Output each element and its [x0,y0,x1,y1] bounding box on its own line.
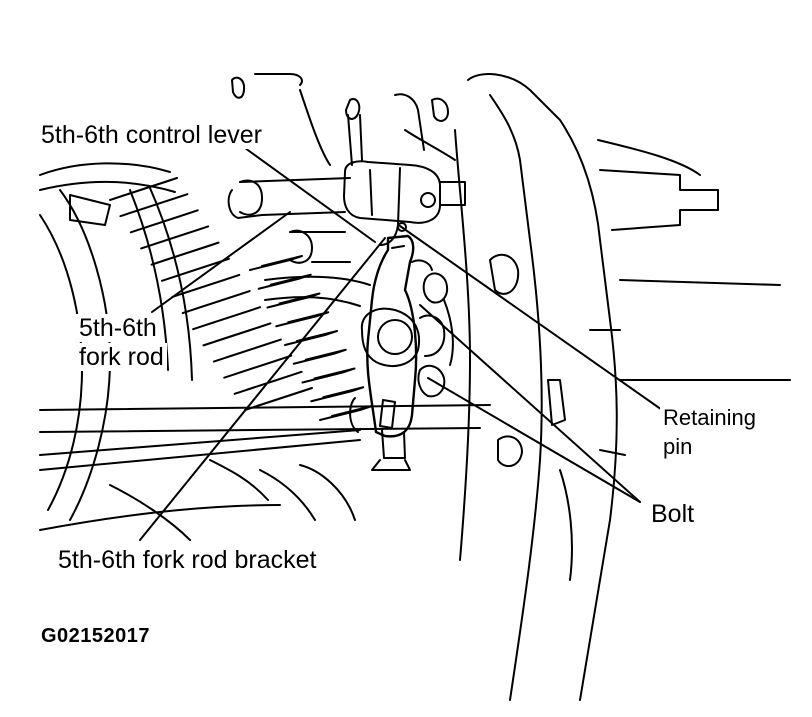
gear-tooth [212,338,282,363]
gear-tooth [310,386,365,403]
control-lever [343,160,466,246]
leader-bracket [139,237,386,541]
label-control-lever: 5th-6th control lever [38,121,265,149]
gear-tooth [129,209,199,234]
leader-bolt-2 [427,377,641,503]
gear-tooth [150,241,220,266]
side-bosses [411,259,454,398]
gear-tooth [275,311,330,328]
upper-gear-teeth [109,177,313,411]
gear-tooth [202,322,272,347]
label-fork-rod-line1: 5th-6th [76,314,160,342]
transmission-case [454,73,791,701]
figure-code: G02152017 [38,622,154,650]
bolt-head [360,307,446,367]
gear-tooth [301,367,356,384]
leader-lines [139,147,666,541]
gear-tooth [284,330,338,346]
gear-tooth [160,257,230,282]
label-fork-rod-bracket: 5th-6th fork rod bracket [55,546,320,574]
gear-tooth [181,290,251,315]
gear-tooth [171,273,241,298]
gear-tooth [192,306,262,331]
leader-bolt-1 [419,304,641,503]
gear-tooth [233,370,303,395]
gear-tooth [119,193,189,218]
leader-control-lever [244,147,376,243]
upper-casting [231,73,456,166]
label-fork-rod-line2: fork rod [76,343,167,371]
gear-tooth [140,225,210,250]
label-retaining-line2: pin [660,434,696,460]
gear-tooth [109,177,178,201]
label-bolt: Bolt [648,500,698,528]
gear-tooth [223,354,293,379]
leader-retaining-pin [399,225,666,413]
gear-tooth [319,405,373,421]
gear-tooth [244,387,313,411]
label-retaining-line1: Retaining [660,405,759,431]
gear-tooth [266,292,321,309]
fork-rod-bracket [366,234,418,471]
gear-tooth [292,348,347,365]
leader-fork-rod [151,211,291,313]
gear-tooth [249,255,303,271]
